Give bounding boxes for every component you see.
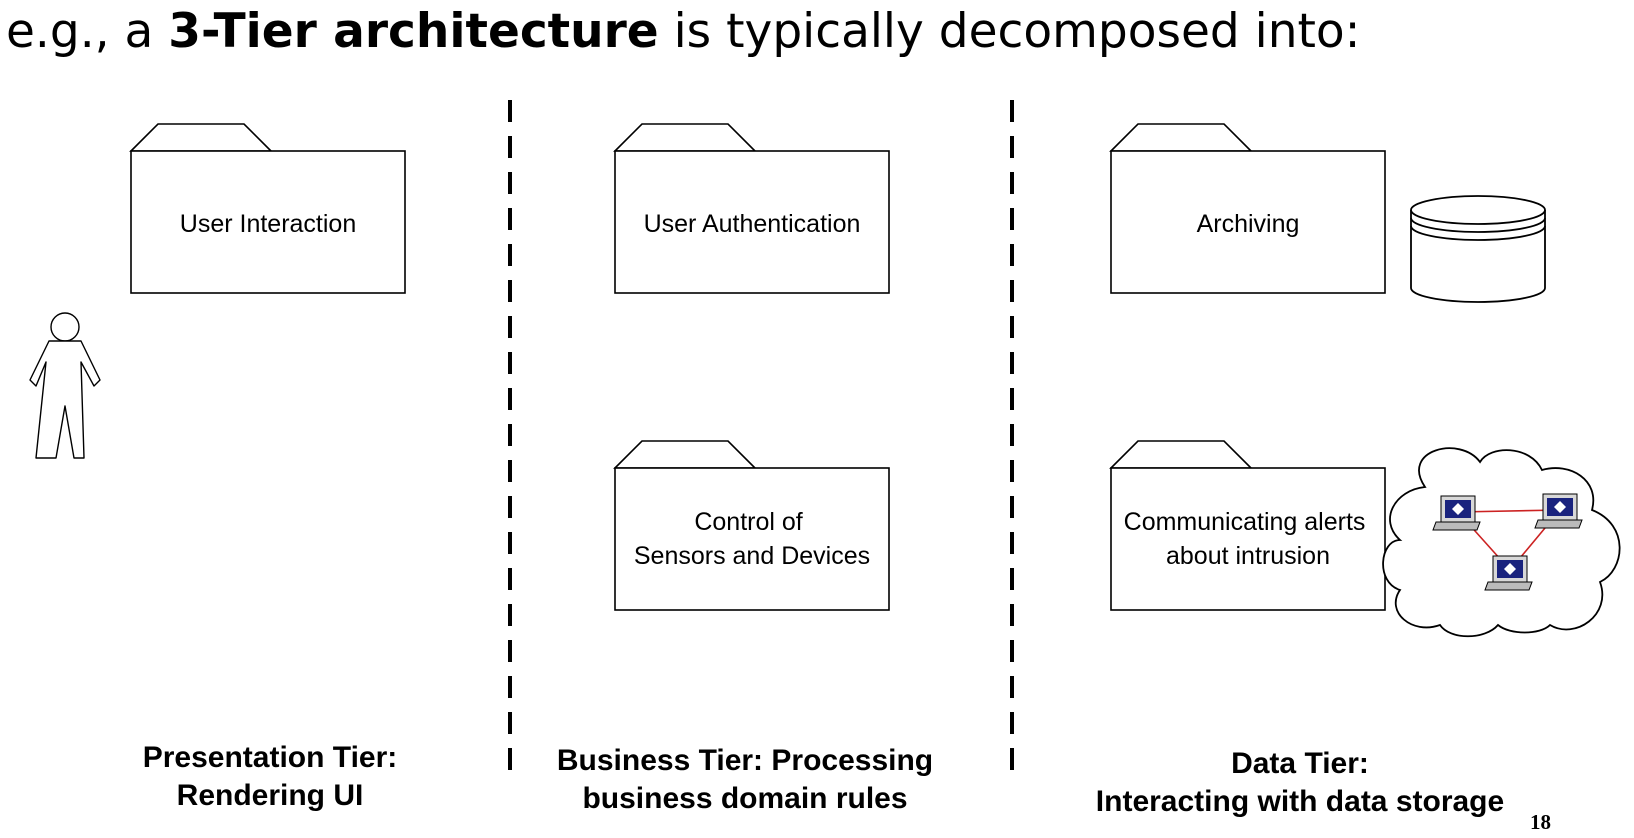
computer-icon xyxy=(1432,495,1481,531)
package-label-line: Control of xyxy=(694,508,802,536)
tier-label-line: Rendering UI xyxy=(176,779,364,812)
tier-label-line: Interacting with data storage xyxy=(1095,785,1505,818)
tier-label-line: Business Tier: Processing xyxy=(556,744,934,777)
tier-label-line: Data Tier: xyxy=(1231,747,1369,780)
package-communicating-alerts: Communicating alerts about intrusion xyxy=(1109,440,1386,611)
title-emphasis: 3-Tier architecture xyxy=(168,4,659,59)
database-icon xyxy=(1410,195,1546,303)
package-control-sensors: Control of Sensors and Devices xyxy=(613,440,890,611)
title-suffix: is typically decomposed into: xyxy=(658,4,1361,59)
package-label: Archiving xyxy=(1197,210,1300,238)
package-label-line: Communicating alerts xyxy=(1124,508,1366,536)
package-label: Communicating alerts about intrusion xyxy=(1124,508,1373,570)
package-archiving: Archiving xyxy=(1109,123,1386,294)
package-label-line: Sensors and Devices xyxy=(634,542,870,570)
package-label: Control of Sensors and Devices xyxy=(634,508,870,570)
computer-icon xyxy=(1534,493,1583,529)
business-tier-label: Business Tier: Processing business domai… xyxy=(520,742,970,818)
package-label-line: Archiving xyxy=(1197,210,1300,238)
data-tier-label: Data Tier: Interacting with data storage xyxy=(1060,745,1540,821)
network-cloud-icon xyxy=(1382,447,1621,638)
title-prefix: e.g., a xyxy=(6,4,169,59)
computer-icon xyxy=(1484,555,1533,591)
package-label-line: User Interaction xyxy=(180,210,356,238)
slide-title: e.g., a 3-Tier architecture is typically… xyxy=(6,4,1361,59)
package-label-line: about intrusion xyxy=(1166,542,1330,570)
page-number: 18 xyxy=(1530,810,1551,834)
tier-label-line: Presentation Tier: xyxy=(142,741,398,774)
presentation-tier-label: Presentation Tier: Rendering UI xyxy=(60,739,480,815)
package-label-line: User Authentication xyxy=(644,210,861,238)
package-user-interaction: User Interaction xyxy=(129,123,406,294)
package-label: User Authentication xyxy=(644,210,861,238)
package-label: User Interaction xyxy=(180,210,356,238)
tier-label-line: business domain rules xyxy=(582,782,908,815)
package-user-authentication: User Authentication xyxy=(613,123,890,294)
actor-icon xyxy=(29,312,101,459)
